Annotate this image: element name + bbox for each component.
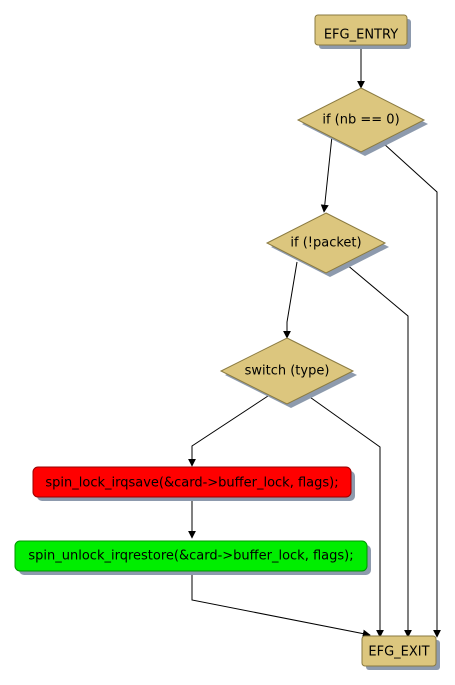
lock-label: spin_lock_irqsave(&card->buffer_lock, fl…	[45, 476, 338, 491]
decision-if-packet: if (!packet)	[265, 212, 389, 277]
switch-type-label: switch (type)	[245, 364, 330, 379]
entry-node: EFG_ENTRY	[314, 14, 411, 49]
edge-switch-to-lock	[188, 395, 269, 467]
edges	[188, 45, 441, 638]
entry-label: EFG_ENTRY	[324, 28, 398, 43]
exit-node: EFG_EXIT	[361, 635, 440, 670]
edge-unlock-to-exit	[191, 571, 371, 638]
unlock-statement-node: spin_unlock_irqrestore(&card->buffer_loc…	[14, 540, 371, 575]
edge-switch-to-exit	[306, 394, 384, 638]
exit-label: EFG_EXIT	[368, 645, 429, 660]
edge-if-packet-to-switch	[283, 261, 298, 339]
if-nb-label: if (nb == 0)	[322, 113, 399, 128]
decision-switch-type: switch (type)	[219, 337, 357, 408]
unlock-label: spin_unlock_irqrestore(&card->buffer_loc…	[28, 549, 353, 564]
decision-if-nb: if (nb == 0)	[296, 87, 428, 156]
if-packet-label: if (!packet)	[290, 236, 361, 251]
lock-statement-node: spin_lock_irqsave(&card->buffer_lock, fl…	[32, 466, 355, 501]
edge-if-nb-to-exit	[382, 142, 441, 638]
edge-if-nb-to-if-packet	[320, 135, 333, 213]
edge-if-packet-to-exit	[345, 263, 412, 638]
